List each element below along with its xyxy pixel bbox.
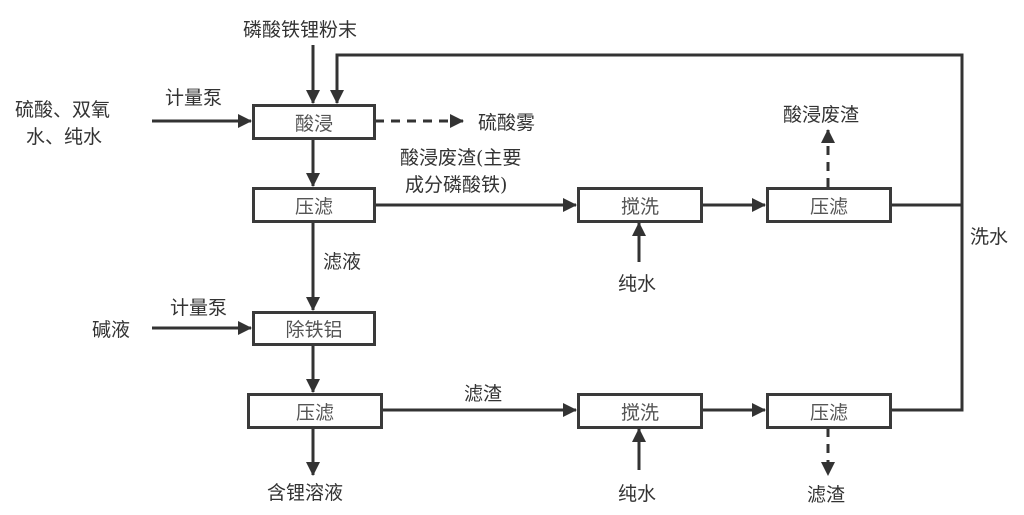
- box-remove-fe-al: 除铁铝: [252, 311, 376, 346]
- box-label: 搅洗: [620, 401, 659, 424]
- label-leach-residue-2: 成分磷酸铁): [405, 174, 508, 196]
- label-lithium-solution: 含锂溶液: [267, 482, 344, 504]
- box-wash-bottom: 搅洗: [577, 393, 703, 429]
- box-label: 压滤: [294, 195, 333, 218]
- label-leach-waste-out: 酸浸废渣: [783, 104, 860, 126]
- box-acid-leach: 酸浸: [252, 104, 376, 140]
- label-pure-water-top: 纯水: [618, 273, 657, 295]
- box-label: 压滤: [809, 195, 848, 218]
- label-pump-1: 计量泵: [165, 87, 223, 109]
- box-label: 搅洗: [620, 195, 659, 218]
- label-acid-feed-2: 水、纯水: [26, 126, 103, 148]
- box-label: 压滤: [295, 401, 334, 424]
- label-alkali: 碱液: [92, 319, 131, 341]
- box-filter-press-bottom-right: 压滤: [766, 393, 892, 429]
- box-filter-press-1: 压滤: [252, 187, 376, 223]
- box-wash-top: 搅洗: [577, 187, 703, 223]
- label-wash-water: 洗水: [970, 226, 1009, 248]
- wash-water-loop: [330, 53, 964, 412]
- box-label: 酸浸: [294, 112, 333, 135]
- box-filter-press-top-right: 压滤: [766, 187, 892, 223]
- label-pure-water-bottom: 纯水: [618, 483, 657, 505]
- label-pump-2: 计量泵: [170, 297, 228, 319]
- box-label: 压滤: [809, 401, 848, 424]
- label-lfp-powder: 磷酸铁锂粉末: [243, 19, 358, 41]
- box-label: 除铁铝: [285, 319, 343, 341]
- label-filter-residue-mid: 滤渣: [464, 383, 503, 405]
- label-leach-residue-1: 酸浸废渣(主要: [400, 147, 522, 169]
- label-filter-residue-out: 滤渣: [807, 484, 846, 506]
- label-acid-feed-1: 硫酸、双氧: [15, 99, 111, 121]
- box-filter-press-2: 压滤: [247, 393, 383, 429]
- label-acid-mist: 硫酸雾: [478, 112, 536, 134]
- label-filtrate: 滤液: [323, 251, 362, 273]
